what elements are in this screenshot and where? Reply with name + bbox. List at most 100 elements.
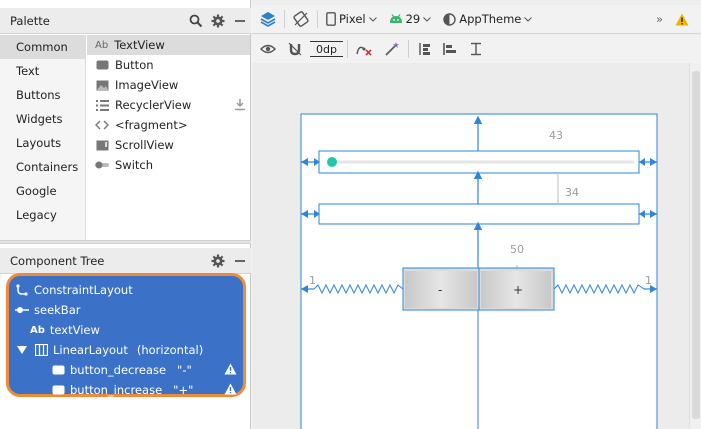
palette-item-textview[interactable]: Ab TextView — [87, 35, 250, 55]
design-editor: Pixel 29 AppTheme » 0dp — [252, 0, 701, 429]
palette-item-label: <fragment> — [115, 118, 188, 132]
switch-icon — [95, 158, 109, 172]
category-widgets[interactable]: Widgets — [16, 112, 63, 126]
default-margin-label: 0dp — [316, 42, 337, 56]
toolbar-separator — [407, 40, 409, 58]
design-toolbar-bottom: 0dp — [252, 35, 701, 64]
linear-layout-icon — [34, 343, 48, 357]
tree-node-label: textView — [49, 323, 100, 337]
scroll-view-icon — [95, 138, 109, 152]
expand-triangle-icon[interactable] — [15, 343, 29, 357]
warning-icon[interactable] — [224, 383, 237, 398]
palette-item-fragment[interactable]: <fragment> — [87, 115, 250, 135]
design-canvas[interactable]: 43 34 50 1 1 - + — [252, 63, 689, 429]
vertical-scrollbar[interactable] — [689, 63, 701, 429]
button-icon — [51, 363, 65, 377]
guidelines-icon[interactable] — [465, 38, 487, 60]
tree-node-button-decrease[interactable]: button_decrease "-" — [9, 360, 243, 380]
device-selector[interactable]: Pixel — [322, 8, 381, 30]
constraint-arrow — [301, 210, 308, 218]
category-common[interactable]: Common — [0, 35, 85, 59]
tree-node-extra: "-" — [177, 363, 192, 377]
theme-label: AppTheme — [459, 12, 522, 26]
button-icon — [51, 383, 65, 397]
theme-selector[interactable]: AppTheme — [439, 8, 536, 30]
category-containers[interactable]: Containers — [16, 160, 79, 174]
toolbar-separator — [346, 40, 348, 58]
button-icon — [95, 58, 109, 72]
blueprint-svg: 43 34 50 1 1 - + — [300, 113, 658, 429]
constraint-arrow — [639, 158, 645, 166]
constraint-arrow — [301, 158, 308, 166]
palette-item-recyclerview[interactable]: RecyclerView — [87, 95, 250, 115]
tree-node-seekbar[interactable]: seekBar — [9, 300, 243, 320]
image-view-icon — [95, 78, 109, 92]
palette-item-label: ImageView — [115, 78, 179, 92]
tree-node-button-increase[interactable]: button_increase "+" — [9, 380, 243, 400]
tree-node-constraintlayout[interactable]: ConstraintLayout — [9, 280, 243, 300]
constraint-arrow — [650, 158, 657, 166]
tree-node-linearlayout[interactable]: LinearLayout (horizontal) — [9, 340, 243, 360]
device-label: Pixel — [339, 12, 366, 26]
palette-item-imageview[interactable]: ImageView — [87, 75, 250, 95]
align-icon[interactable] — [439, 38, 461, 60]
dimension-label-top: 43 — [549, 129, 563, 142]
palette-item-scrollview[interactable]: ScrollView — [87, 135, 250, 155]
component-tree-header: Component Tree — [0, 248, 251, 274]
minimize-icon[interactable] — [229, 10, 251, 32]
palette-item-label: TextView — [114, 38, 165, 52]
button-decrease-label: - — [438, 283, 442, 297]
palette-item-switch[interactable]: Switch — [87, 155, 250, 175]
chevron-down-icon — [368, 16, 377, 22]
infer-constraints-icon[interactable] — [380, 38, 404, 60]
spring-right — [553, 283, 645, 295]
palette-title: Palette — [10, 13, 50, 28]
left-panel: Palette Common Text Buttons Widgets Layo… — [0, 0, 251, 429]
category-legacy[interactable]: Legacy — [16, 208, 57, 222]
palette-categories: Common Text Buttons Widgets Layouts Cont… — [0, 35, 86, 240]
warning-icon[interactable] — [224, 363, 237, 378]
constraint-arrow — [639, 210, 645, 218]
search-icon[interactable] — [185, 10, 207, 32]
tree-node-label: ConstraintLayout — [34, 283, 133, 297]
default-margin-field[interactable]: 0dp — [310, 41, 343, 57]
toolbar-separator — [284, 10, 285, 28]
orientation-icon[interactable] — [289, 8, 313, 30]
tree-node-label: LinearLayout — [53, 343, 128, 357]
palette-item-label: Button — [115, 58, 154, 72]
panel-splitter[interactable] — [0, 240, 251, 244]
scrollbar-thumb[interactable] — [692, 71, 700, 419]
tree-node-extra: "+" — [173, 383, 194, 397]
magnet-icon[interactable] — [284, 38, 306, 60]
category-buttons[interactable]: Buttons — [16, 88, 61, 102]
minimize-icon[interactable] — [229, 250, 251, 272]
palette-item-label: Switch — [115, 158, 154, 172]
overflow-icon[interactable]: » — [655, 12, 663, 26]
warning-icon[interactable] — [671, 8, 693, 30]
constraint-arrow — [301, 285, 308, 293]
android-icon — [389, 14, 402, 23]
download-icon[interactable] — [234, 98, 246, 114]
chevron-down-icon — [524, 16, 533, 22]
gear-icon[interactable] — [207, 250, 229, 272]
tree-node-label: button_decrease — [70, 363, 167, 377]
button-increase-shape — [481, 271, 551, 308]
tree-node-textview[interactable]: Ab textView — [9, 320, 243, 340]
palette-item-button[interactable]: Button — [87, 55, 250, 75]
gear-icon[interactable] — [207, 10, 229, 32]
design-toolbar-top: Pixel 29 AppTheme » — [252, 5, 701, 34]
component-tree: ConstraintLayout seekBar Ab textView Lin… — [6, 273, 246, 397]
category-text[interactable]: Text — [16, 64, 40, 78]
clear-constraints-icon[interactable] — [352, 38, 376, 60]
eye-icon[interactable] — [256, 38, 280, 60]
category-google[interactable]: Google — [16, 184, 57, 198]
constraint-arrow — [314, 210, 320, 218]
constraint-arrow — [650, 285, 657, 293]
layers-icon[interactable] — [256, 8, 280, 30]
pack-icon[interactable] — [413, 38, 435, 60]
fragment-icon — [95, 118, 109, 132]
api-selector[interactable]: 29 — [385, 8, 436, 30]
category-layouts[interactable]: Layouts — [16, 136, 62, 150]
seekbar-icon — [15, 303, 29, 317]
text-view-icon: Ab — [95, 39, 109, 51]
